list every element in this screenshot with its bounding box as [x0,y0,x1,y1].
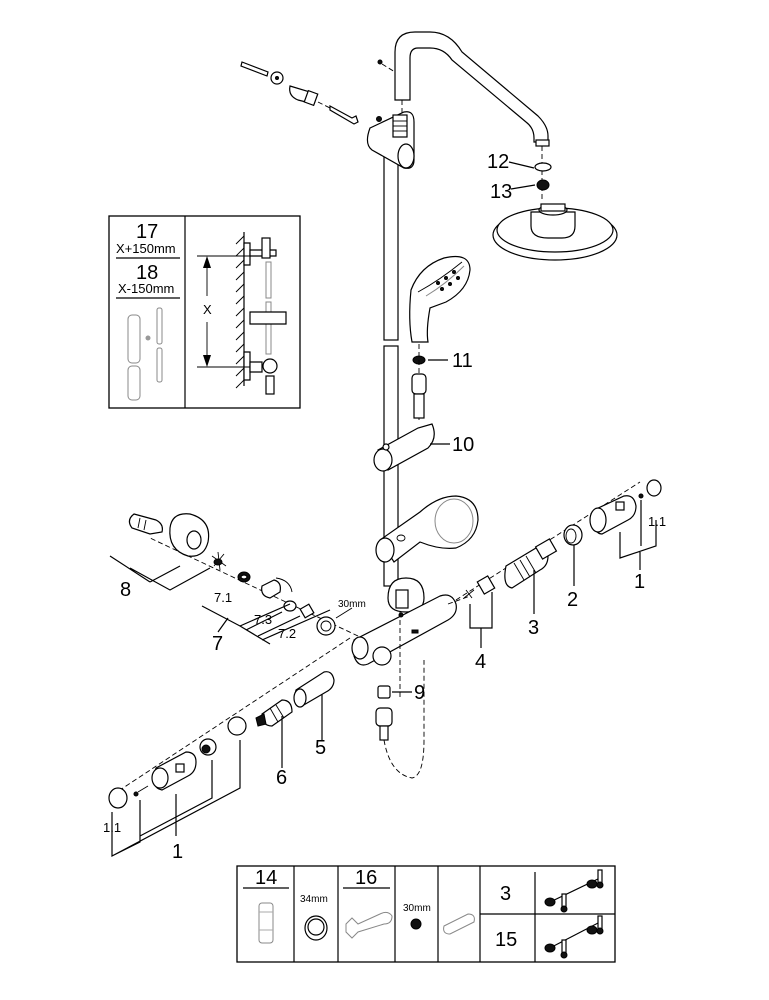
part-1-handle-left [108,716,247,857]
hand-shower [409,255,471,420]
temperature-calibration-icon-bottom [544,915,604,959]
callout-7-2: 7.2 [278,626,296,641]
cartridge-tool-14-icon [258,902,274,944]
extension-18-number: 18 [136,262,158,284]
inlet-axis [149,537,359,637]
cartridge-insert-icon [443,913,475,935]
extension-17-spec: X+150mm [116,241,176,256]
callout-4: 4 [475,651,486,673]
table-row-3-number: 3 [500,883,511,905]
overhead-shower-arm [394,31,549,143]
part-8-connector-flange [109,513,227,591]
top-wall-bracket [366,111,415,169]
thermostat-body [351,577,471,666]
callout-1-left: 1 [172,841,183,863]
callout-3: 3 [528,617,539,639]
part-9-hose-connector [375,660,425,779]
wrench-16-icon [345,911,393,939]
callout-1-right: 1 [634,571,645,593]
part-2-ring [563,524,583,586]
callout-9: 9 [414,682,425,704]
ring-nut-34mm-icon [304,915,328,941]
callout-11: 11 [452,350,473,372]
extension-18-spec: X-150mm [118,281,174,296]
tool-30mm-label: 30mm [403,903,431,914]
callout-7-3: 7.3 [254,612,272,627]
left-cartridge-axis [119,637,351,791]
washer-12 [534,162,552,172]
temperature-calibration-icon-top [544,869,604,913]
wall-screw-set [240,61,359,125]
tool-14-number: 14 [255,867,277,889]
filter-13 [536,179,550,191]
callout-6: 6 [276,767,287,789]
extension-17-number: 17 [136,221,158,243]
callout-8: 8 [120,579,131,601]
table-row-15-number: 15 [495,929,517,951]
rail-slider [373,423,450,472]
callout-2: 2 [567,589,578,611]
arm-screw-icon [377,59,383,65]
callout-7: 7 [212,633,223,655]
nut-30mm-icon [410,918,422,930]
tools-table [236,865,616,963]
arm-screw-guide [381,63,396,73]
distance-x-label: X [203,302,212,317]
callout-7-1: 7.1 [214,590,232,605]
callout-5: 5 [315,737,326,759]
callout-10: 10 [452,434,474,456]
hand-shower-holder [375,495,479,563]
riser-rail-upper [383,139,399,341]
part-4-check-valve [463,575,496,648]
callout-1-1-left: 1.1 [103,820,121,835]
callout-12: 12 [487,151,509,173]
part-3-thermo-cartridge [504,538,558,614]
part-1-handle-right [589,479,662,570]
part-5-spindle [293,671,335,740]
dimension-30mm-nut: 30mm [338,599,366,610]
extension-rail-box [108,215,301,409]
part-6-valve-cartridge [255,699,293,768]
overhead-shower-head [492,139,618,261]
callout-1-1-right: 1.1 [648,514,666,529]
tool-34mm-label: 34mm [300,894,328,905]
part-7-connector-set [201,571,353,645]
callout-13: 13 [490,181,512,203]
tool-16-number: 16 [355,867,377,889]
